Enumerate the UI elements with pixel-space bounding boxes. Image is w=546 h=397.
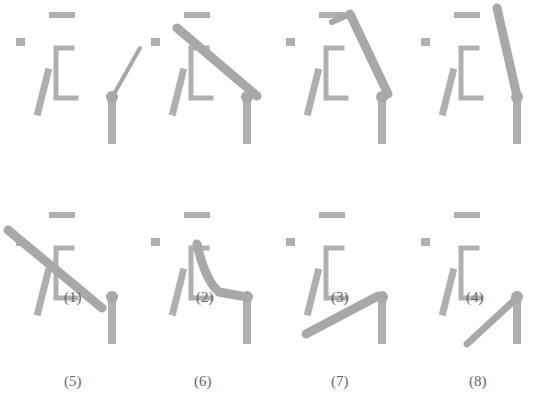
frame-4: [421, 8, 523, 140]
frame-8: [421, 215, 523, 344]
frame-3: [286, 14, 388, 140]
frame-number: (5): [64, 374, 82, 389]
frame-1: [16, 15, 140, 140]
frame-6: [151, 215, 253, 340]
frame-number: (8): [469, 374, 487, 389]
frame-number: (7): [331, 374, 349, 389]
frame-number: (4): [466, 290, 484, 305]
frame-7: [286, 215, 388, 340]
frame-number: (3): [331, 290, 349, 305]
frame-number: (6): [194, 374, 212, 389]
frame-number: (1): [64, 290, 82, 305]
frame-number: (2): [196, 290, 214, 305]
frame-2: [151, 15, 257, 140]
frame-5: [8, 215, 118, 340]
